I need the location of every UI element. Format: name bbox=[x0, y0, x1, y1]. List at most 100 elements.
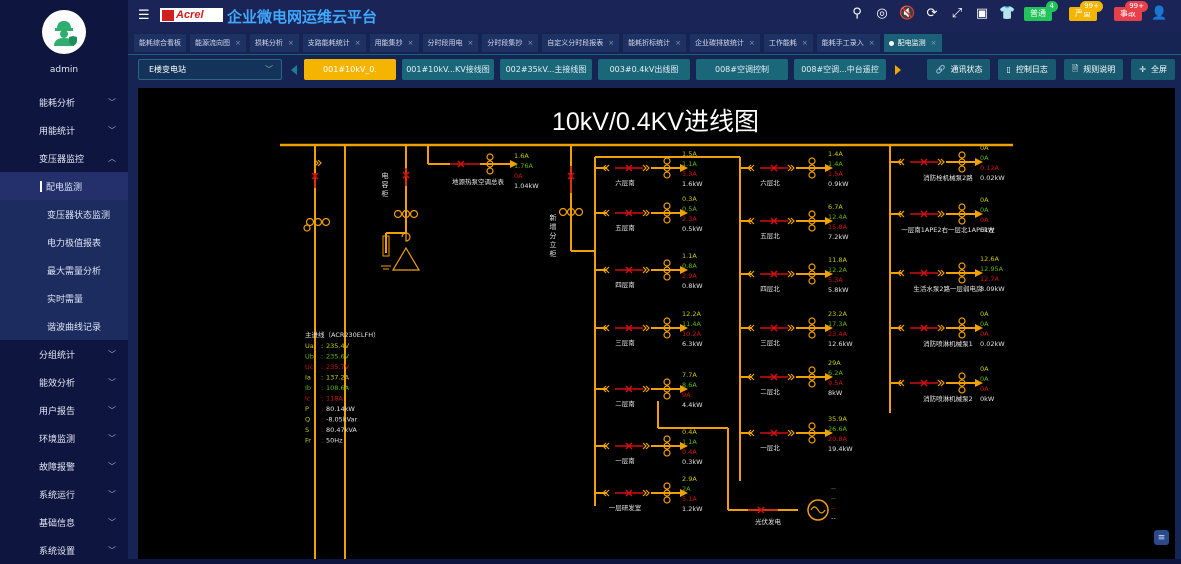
new-branch-cabinet-label: 柜 bbox=[550, 249, 557, 258]
sidebar-subitem-transformer-status[interactable]: 变压器状态监测 bbox=[0, 200, 128, 228]
ct-coil bbox=[486, 153, 494, 161]
sidebar-subitem-max-demand[interactable]: 最大需量分析 bbox=[0, 256, 128, 284]
feeder-ib-value: 26.6A bbox=[828, 425, 847, 433]
sidebar-item-user-report[interactable]: 用户报告﹀ bbox=[0, 396, 128, 424]
tab-tou-usage[interactable]: 分时段用电× bbox=[422, 34, 479, 52]
refresh-icon[interactable]: ⟳ bbox=[926, 6, 938, 21]
page-button[interactable]: 001#10kV...KV接线图 bbox=[402, 59, 494, 80]
tab-custom-tou-report[interactable]: 自定义分时段报表 × bbox=[542, 34, 620, 52]
sidebar-item-group-stats[interactable]: 分组统计﹀ bbox=[0, 340, 128, 368]
close-icon[interactable]: × bbox=[930, 39, 937, 47]
search-icon[interactable]: ⚲ bbox=[852, 6, 862, 21]
user-icon[interactable]: 👤 bbox=[1151, 6, 1168, 21]
mute-icon[interactable]: 🔇 bbox=[899, 6, 916, 21]
tab-work-energy[interactable]: 工作能耗× bbox=[763, 34, 813, 52]
tab-manual-entry[interactable]: 能耗手工录入× bbox=[816, 34, 880, 52]
station-select[interactable]: E楼变电站﹀ bbox=[138, 59, 282, 80]
page-button[interactable]: 002#35kV...主接线图 bbox=[500, 59, 592, 80]
feeder-name: 一层南1APE2右一层北1APE1左 bbox=[901, 225, 995, 234]
main-meter-value: 235.7V bbox=[326, 363, 350, 371]
close-icon[interactable]: × bbox=[287, 39, 294, 47]
page-button[interactable]: 008#空调...中台遥控 bbox=[794, 59, 886, 80]
close-icon[interactable]: × bbox=[868, 39, 875, 47]
close-icon[interactable]: × bbox=[407, 39, 414, 47]
chevron-stroke bbox=[787, 324, 792, 332]
tab-branch-stats[interactable]: 支路能耗统计× bbox=[302, 34, 366, 52]
help-lifebuoy-icon[interactable]: ◎ bbox=[876, 6, 888, 21]
feeder-ic-value: 12.7A bbox=[980, 275, 999, 283]
button-label: 控制日志 bbox=[1015, 65, 1048, 74]
close-icon[interactable]: × bbox=[235, 39, 241, 47]
tab-label: 自定义分时段报表 bbox=[547, 39, 604, 47]
sidebar-item-efficiency[interactable]: 能效分析﹀ bbox=[0, 368, 128, 396]
tab-standard-coal-stats[interactable]: 能耗折标统计× bbox=[623, 34, 686, 52]
sidebar-item-transformer-monitor[interactable]: 变压器监控︿ bbox=[0, 144, 128, 172]
sidebar-subitem-harmonic-curve[interactable]: 谐波曲线记录 bbox=[0, 312, 128, 340]
ct-coil bbox=[958, 379, 966, 387]
feeder-ib-value: 17.3A bbox=[828, 320, 847, 328]
chevron-stroke bbox=[602, 266, 607, 274]
feeder-ib-value: 8.6A bbox=[682, 381, 697, 389]
feeder-ic-value: 2.3A bbox=[682, 215, 697, 223]
close-icon[interactable]: × bbox=[608, 39, 615, 47]
tab-energy-dashboard[interactable]: 能耗综合看板 bbox=[134, 34, 186, 52]
comm-status-button[interactable]: 🔗通讯状态 bbox=[927, 59, 991, 80]
menu-toggle-icon[interactable]: ☰ bbox=[138, 8, 150, 23]
sidebar-subitem-power-extremes[interactable]: 电力极值报表 bbox=[0, 228, 128, 256]
tab-carbon-stats[interactable]: 企业碳排放统计× bbox=[690, 34, 760, 52]
sidebar-item-system-run[interactable]: 系统运行﹀ bbox=[0, 480, 128, 508]
fullscreen-button[interactable]: ✛全屏 bbox=[1131, 59, 1175, 80]
close-icon[interactable]: × bbox=[467, 39, 474, 47]
main-meter-colon: : bbox=[321, 416, 323, 424]
ct-coil bbox=[663, 324, 671, 332]
main-meter-key: Ic bbox=[305, 395, 311, 403]
rules-button[interactable]: 🗎规则说明 bbox=[1063, 59, 1124, 80]
feeder-ia-value: 11.8A bbox=[828, 256, 847, 264]
feeder-ic-value: 9.5A bbox=[828, 379, 843, 387]
sidebar-item-system-settings[interactable]: 系统设置﹀ bbox=[0, 536, 128, 564]
chevron-down-icon: ﹀ bbox=[108, 545, 116, 555]
sidebar-item-environment[interactable]: 环境监测﹀ bbox=[0, 424, 128, 452]
page-button[interactable]: 003#0.4kV出线图 bbox=[598, 59, 690, 80]
close-icon[interactable]: × bbox=[801, 39, 808, 47]
disconnect-chevron-icon bbox=[787, 217, 795, 225]
tab-loss-analysis[interactable]: 损耗分析× bbox=[249, 34, 299, 52]
close-icon[interactable]: × bbox=[675, 39, 681, 47]
sidebar-subitem-distribution-monitor[interactable]: 配电监测 bbox=[0, 172, 128, 200]
tab-energy-reading[interactable]: 用能集抄× bbox=[369, 34, 419, 52]
theme-shirt-icon[interactable]: 👕 bbox=[999, 6, 1016, 21]
tab-tou-reading[interactable]: 分时段集抄× bbox=[482, 34, 539, 52]
page-button[interactable]: 001#10kV_0. bbox=[304, 59, 396, 80]
chevron-stroke bbox=[602, 489, 607, 497]
sidebar-subitem-realtime-demand[interactable]: 实时需量 bbox=[0, 284, 128, 312]
feeder-ib-value: 1.4A bbox=[828, 160, 843, 168]
sidebar-item-energy-stats[interactable]: 用能统计﹀ bbox=[0, 116, 128, 144]
feeder-ib-value: 12.2A bbox=[828, 266, 847, 274]
ct-coil bbox=[663, 273, 671, 281]
scroll-right-icon[interactable] bbox=[895, 65, 901, 75]
side-menu-toggle-icon[interactable]: ≡ bbox=[1154, 530, 1169, 545]
disconnect-chevron-icon bbox=[937, 210, 945, 218]
sidebar-item-basic-info[interactable]: 基础信息﹀ bbox=[0, 508, 128, 536]
chevron-down-icon: ﹀ bbox=[108, 433, 116, 443]
page-button[interactable]: 008#空调控制 bbox=[696, 59, 788, 80]
tab-energy-flow[interactable]: 能源流向图× bbox=[190, 34, 246, 52]
brand-logo: Acrel bbox=[160, 8, 223, 22]
user-avatar[interactable] bbox=[42, 10, 86, 54]
scroll-left-icon[interactable] bbox=[291, 65, 297, 75]
translate-icon[interactable]: ▣ bbox=[975, 6, 989, 21]
control-log-button[interactable]: ▯控制日志 bbox=[998, 59, 1056, 80]
sidebar-item-energy-analysis[interactable]: 能耗分析﹀ bbox=[0, 88, 128, 116]
chevron-stroke bbox=[750, 217, 755, 225]
sidebar-item-fault-alarm[interactable]: 故障报警﹀ bbox=[0, 452, 128, 480]
tab-distribution-monitor[interactable]: 配电监测× bbox=[883, 34, 942, 52]
tab-divider bbox=[128, 54, 1181, 55]
chevron-stroke bbox=[940, 210, 945, 218]
close-icon[interactable]: × bbox=[354, 39, 361, 47]
close-icon[interactable]: × bbox=[527, 39, 534, 47]
fullscreen-icon[interactable]: ⤢ bbox=[951, 6, 963, 21]
close-icon[interactable]: × bbox=[749, 39, 755, 47]
